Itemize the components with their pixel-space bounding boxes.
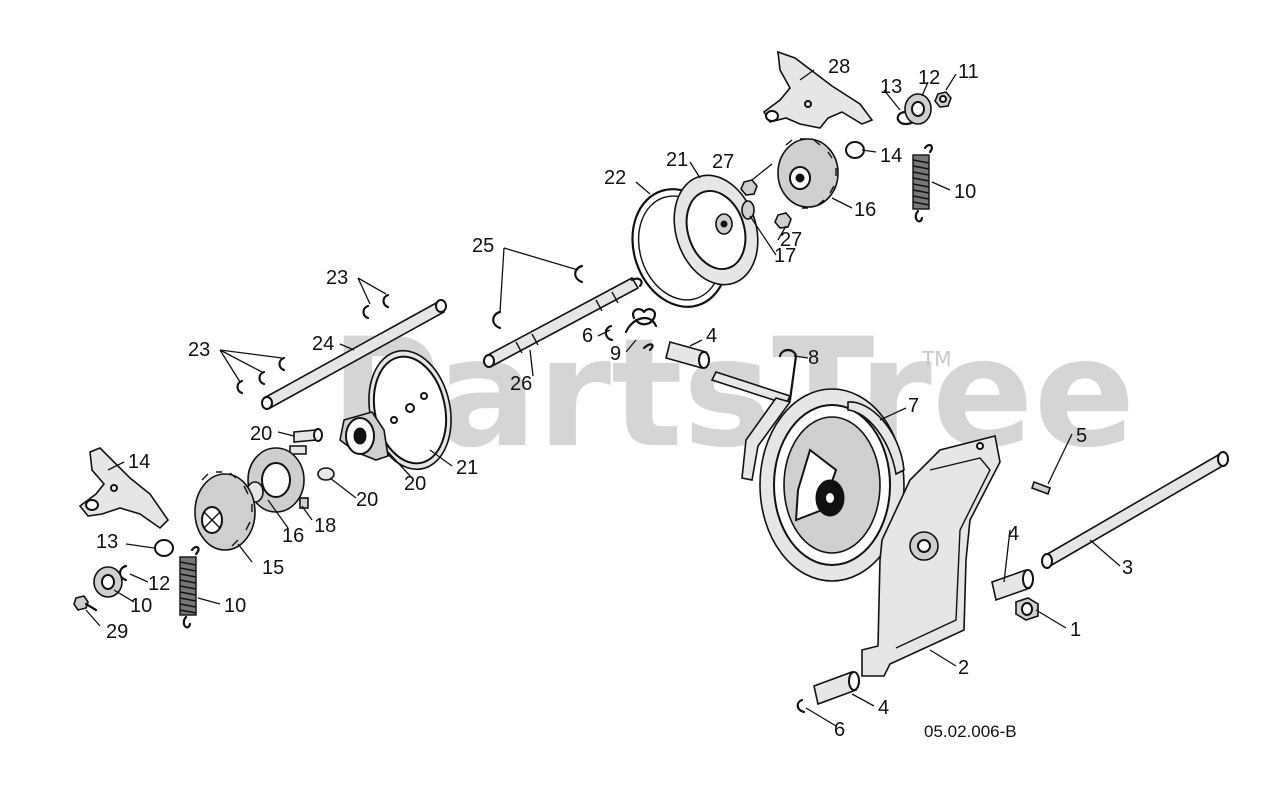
part-19-hub[interactable] bbox=[339, 411, 389, 461]
callout-28: 28 bbox=[828, 56, 850, 78]
part-20-pin-a[interactable] bbox=[293, 428, 323, 443]
part-26-shaft[interactable] bbox=[483, 276, 643, 368]
part-20-pin-c[interactable] bbox=[317, 467, 335, 481]
callout-4-bottom: 4 bbox=[878, 697, 889, 719]
callout-24: 24 bbox=[312, 333, 334, 355]
leader-lines bbox=[85, 69, 1121, 727]
part-5-setscrew[interactable] bbox=[1030, 480, 1052, 496]
callout-4-mid: 4 bbox=[706, 325, 717, 347]
callout-20-bottom: 20 bbox=[356, 489, 378, 511]
part-23-clip-b[interactable] bbox=[382, 293, 390, 309]
part-12-bearing-left[interactable] bbox=[93, 566, 123, 598]
callout-21-top: 21 bbox=[666, 149, 688, 171]
part-25-clip-b[interactable] bbox=[492, 310, 502, 330]
part-23-clip-a[interactable] bbox=[362, 304, 370, 320]
part-16-gear-left[interactable] bbox=[194, 471, 256, 551]
callout-25: 25 bbox=[472, 235, 494, 257]
callout-11: 11 bbox=[958, 61, 979, 83]
part-12-bearing-top[interactable] bbox=[904, 93, 932, 125]
callout-29: 29 bbox=[106, 621, 128, 643]
callout-13-top: 13 bbox=[880, 76, 902, 98]
callout-20-top: 20 bbox=[250, 423, 272, 445]
watermark-text: PartsTree bbox=[330, 307, 1135, 481]
callout-16-top: 16 bbox=[854, 199, 876, 221]
callout-15: 14 bbox=[128, 451, 150, 473]
callout-14-top: 14 bbox=[880, 145, 902, 167]
part-4-tube-bottom[interactable] bbox=[813, 670, 860, 706]
callout-9: 9 bbox=[610, 343, 621, 365]
part-18-screw[interactable] bbox=[299, 497, 309, 509]
callout-23-left: 23 bbox=[188, 339, 210, 361]
part-24-shaft[interactable] bbox=[261, 299, 447, 410]
callout-14-left: 13 bbox=[96, 531, 118, 553]
callout-10-left: 10 bbox=[224, 595, 246, 617]
callout-6-mid: 6 bbox=[582, 325, 593, 347]
part-29-bolt[interactable] bbox=[73, 595, 98, 612]
part-10-spring-left[interactable] bbox=[179, 545, 200, 629]
part-21-pulley-top[interactable] bbox=[661, 164, 772, 295]
callout-19: 20 bbox=[404, 473, 426, 495]
part-9-torsion-spring[interactable] bbox=[624, 308, 658, 352]
part-28-bracket[interactable] bbox=[762, 50, 874, 129]
callout-10-right: 10 bbox=[954, 181, 976, 203]
callout-21-mid: 21 bbox=[456, 457, 478, 479]
part-17-flange[interactable] bbox=[246, 447, 305, 513]
part-11-nut[interactable] bbox=[934, 91, 952, 108]
callout-18: 18 bbox=[314, 515, 336, 537]
callout-17-left: 16 bbox=[282, 525, 304, 547]
part-6-clip-bottom[interactable] bbox=[796, 698, 806, 714]
callout-27-top: 27 bbox=[712, 151, 734, 173]
part-14-washer-left[interactable] bbox=[154, 539, 174, 557]
callout-6-bottom: 6 bbox=[834, 719, 845, 741]
part-lever-arm[interactable] bbox=[741, 397, 792, 481]
part-1-nut[interactable] bbox=[1015, 597, 1039, 621]
callout-8: 8 bbox=[808, 347, 819, 369]
part-23-clip-c[interactable] bbox=[236, 379, 244, 395]
callout-1: 1 bbox=[1070, 619, 1081, 641]
callout-17-top: 17 bbox=[774, 245, 796, 267]
callout-13-left: 12 bbox=[148, 573, 170, 595]
part-10-spring-right[interactable] bbox=[912, 143, 933, 223]
drawing-code: 05.02.006-B bbox=[924, 722, 1017, 741]
part-20-pin-b[interactable] bbox=[289, 445, 307, 455]
part-21-pulley-plate[interactable] bbox=[358, 343, 461, 477]
callout-22: 22 bbox=[604, 167, 626, 189]
callout-labels: 28 13 12 11 14 10 16 27 27 21 22 17 25 6… bbox=[96, 56, 1133, 741]
callout-7: 7 bbox=[908, 395, 919, 417]
part-2-frame-plate[interactable] bbox=[861, 435, 1001, 677]
part-14-washer-top[interactable] bbox=[845, 141, 865, 159]
part-27-nut-a[interactable] bbox=[740, 179, 758, 196]
watermark-trademark: TM bbox=[921, 347, 951, 371]
callout-12-top: 12 bbox=[918, 67, 940, 89]
part-23-clip-e[interactable] bbox=[278, 356, 286, 372]
callout-5: 5 bbox=[1076, 425, 1087, 447]
part-25-clip-a[interactable] bbox=[574, 264, 584, 284]
part-4-tube-mid[interactable] bbox=[665, 341, 710, 369]
callout-26: 26 bbox=[510, 373, 532, 395]
callout-23-top: 23 bbox=[326, 267, 348, 289]
part-3-axle[interactable] bbox=[1041, 451, 1229, 569]
part-23-clip-d[interactable] bbox=[258, 370, 266, 386]
part-6-clip-mid[interactable] bbox=[604, 324, 614, 342]
part-16-gear-top[interactable] bbox=[777, 138, 839, 209]
part-27-nut-b[interactable] bbox=[774, 212, 792, 229]
callout-12-left: 10 bbox=[130, 595, 152, 617]
callout-16-left: 15 bbox=[262, 557, 284, 579]
callout-4-right: 4 bbox=[1008, 523, 1019, 545]
part-15-bracket[interactable] bbox=[78, 447, 170, 530]
part-4-tube-right[interactable] bbox=[991, 568, 1034, 602]
part-17-ring-top[interactable] bbox=[741, 200, 755, 220]
callout-2: 2 bbox=[958, 657, 969, 679]
callout-3: 3 bbox=[1122, 557, 1133, 579]
callout-27-bottom: 27 bbox=[780, 229, 802, 251]
part-7-drive-pulley[interactable] bbox=[759, 388, 905, 582]
